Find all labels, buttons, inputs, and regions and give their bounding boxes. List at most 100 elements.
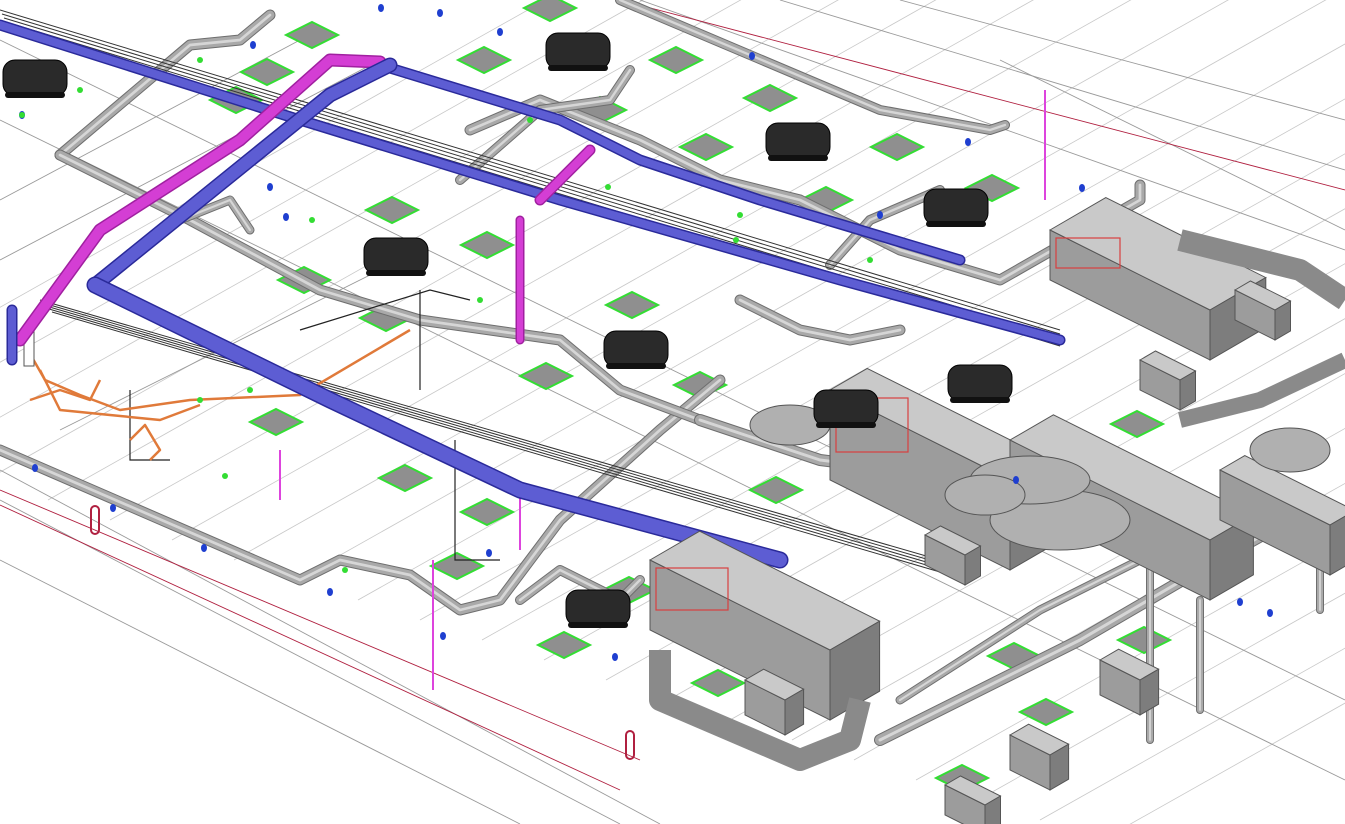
ceiling-diffuser (238, 57, 296, 87)
fan-coil-unit-base (366, 270, 426, 276)
ceiling-diffuser (1017, 697, 1075, 727)
pump-box-1-side (784, 688, 805, 736)
floor-edge-line (899, 0, 1345, 121)
smoke-detector (197, 397, 203, 403)
floor-edge-line (779, 0, 1345, 171)
ceiling-diffuser (521, 0, 579, 23)
floor-grid-line (0, 0, 547, 308)
conduit-line (1, 13, 1061, 335)
red-reference-line (0, 489, 641, 761)
ceiling-diffuser (677, 132, 735, 162)
supply-duct-mid-body (376, 61, 964, 264)
red-reference-line (0, 504, 621, 791)
sprinkler-head (327, 588, 333, 596)
sprinkler-head (267, 183, 273, 191)
fan-coil-unit-base (768, 155, 828, 161)
ceiling-diffuser (647, 45, 705, 75)
ceiling-diffuser (868, 132, 926, 162)
sprinkler-head (497, 28, 503, 36)
fan-coil-unit (545, 32, 611, 70)
sprinkler-head (1267, 609, 1273, 617)
smoke-detector (19, 112, 25, 118)
refrigerant-line (29, 379, 102, 402)
conduit-line (299, 289, 471, 331)
ceiling-diffuser (747, 475, 805, 505)
conduit-line (3, 17, 1061, 339)
smoke-detector (477, 297, 483, 303)
floor-edge-line (0, 469, 661, 824)
pump-box-4-side (984, 795, 1001, 824)
ceiling-diffuser (689, 668, 747, 698)
ceiling-diffuser (247, 407, 305, 437)
branch-pipe-a-highlight (458, 68, 632, 182)
fan-coil-unit (603, 330, 669, 368)
fan-coil-unit-base (606, 363, 666, 369)
smoke-detector (309, 217, 315, 223)
ceiling-diffuser (1108, 409, 1166, 439)
conduit-line (0, 9, 1061, 331)
floor-grid-line (543, 208, 1345, 661)
supply-duct-lower-body (88, 278, 787, 567)
drain-trap (625, 730, 635, 760)
floor-grid-line (977, 592, 1345, 801)
sprinkler-head (32, 464, 38, 472)
conduit-line (129, 390, 170, 461)
conduit-line (42, 302, 941, 564)
ceiling-diffuser (458, 230, 516, 260)
fan-section-top (1218, 455, 1345, 526)
floor-grid-line (729, 373, 1345, 721)
sprinkler-head (1237, 598, 1243, 606)
chiller-vessel (1249, 427, 1331, 473)
coil-pipe-highlight (738, 298, 902, 342)
smoke-detector (247, 387, 253, 393)
sprinkler-head (440, 632, 446, 640)
sprinkler-head (749, 52, 755, 60)
floor-grid-line (481, 153, 1345, 641)
sprinkler-and-detail-layer (19, 4, 1273, 760)
ductwork-layer (0, 19, 1066, 569)
fan-coil-unit-base (926, 221, 986, 227)
supply-duct-diagonal-body (89, 59, 396, 291)
smoke-detector (342, 567, 348, 573)
branch-pipe-b-highlight (828, 188, 942, 267)
air-handling-unit-lower-side (829, 620, 881, 721)
supply-duct-upper-body (0, 21, 1064, 344)
fan-coil-unit-base (5, 92, 65, 98)
sprinkler-head (1013, 476, 1019, 484)
supply-air-duct-right (1178, 352, 1345, 428)
ceiling-diffuser (376, 463, 434, 493)
control-box-2-side (1179, 370, 1196, 411)
chiller-vessel (944, 474, 1026, 516)
floor-edge-line (0, 559, 521, 824)
sprinkler-head (250, 41, 256, 49)
refrigerant-line (38, 369, 201, 422)
conduit-line (39, 299, 941, 561)
pump-box-3-side (1049, 743, 1070, 791)
ceiling-diffuser (458, 497, 516, 527)
sprinkler-head (437, 9, 443, 17)
lower-branch-pipe-highlight (518, 568, 642, 602)
pump-box-2-side (1139, 668, 1160, 716)
ceiling-diffuser (517, 361, 575, 391)
drain-trap (90, 505, 100, 535)
supply-air-duct-upper (1177, 229, 1345, 310)
floor-grid-line (357, 43, 1345, 601)
floor-grid-line (791, 428, 1345, 741)
conduit-line (51, 311, 941, 573)
ceiling-unit-layer (2, 32, 1013, 628)
smoke-detector (733, 237, 739, 243)
ceiling-diffuser (1115, 625, 1173, 655)
ceiling-diffuser (455, 45, 513, 75)
ceiling-diffuser (741, 83, 799, 113)
fan-coil-unit (923, 188, 989, 226)
sprinkler-head (378, 4, 384, 12)
ceiling-diffuser (363, 195, 421, 225)
smoke-detector (867, 257, 873, 263)
floor-edge-line (59, 249, 421, 431)
air-handling-unit-upper-panel (1055, 237, 1121, 269)
smoke-detector (222, 473, 228, 479)
fan-coil-unit (813, 389, 879, 427)
main-pipe-run-highlight (0, 378, 722, 612)
